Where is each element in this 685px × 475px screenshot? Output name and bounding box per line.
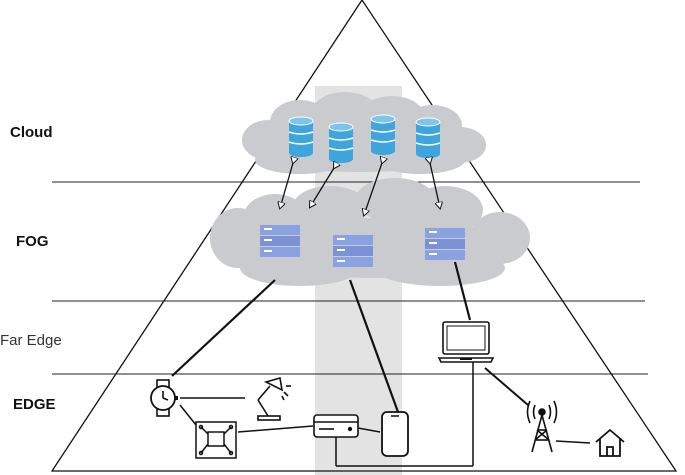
link-arrow <box>430 163 440 208</box>
cell-tower-icon <box>526 400 558 453</box>
circuit-board-icon <box>195 421 237 459</box>
link-line <box>348 279 400 413</box>
database-icon <box>415 117 441 158</box>
laptop-icon <box>437 321 495 363</box>
link-line <box>171 279 276 377</box>
link-line <box>357 427 381 433</box>
link-arrow <box>364 163 382 215</box>
house-icon <box>595 428 625 457</box>
link-arrow <box>280 163 293 208</box>
link-line <box>453 261 472 321</box>
lamp-icon <box>257 376 291 421</box>
cloud-layer-cloud <box>242 92 486 174</box>
server-icon <box>260 225 300 257</box>
card-reader-icon <box>313 414 359 438</box>
link-line <box>237 425 314 433</box>
database-icon <box>288 116 314 157</box>
layer-label-fog: FOG <box>16 233 49 250</box>
database-icon <box>328 122 354 163</box>
link-line <box>555 440 591 444</box>
watch-icon <box>150 379 178 417</box>
layer-label-edge: EDGE <box>13 396 56 413</box>
server-icon <box>425 228 465 260</box>
link-line <box>179 404 197 426</box>
layer-label-far-edge: Far Edge <box>0 332 62 349</box>
server-icon <box>333 235 373 267</box>
smartphone-icon <box>381 411 409 457</box>
link-line <box>484 367 529 406</box>
link-arrow <box>310 168 334 207</box>
fog-layer-cloud <box>210 178 530 286</box>
database-icon <box>370 114 396 155</box>
layer-label-cloud: Cloud <box>10 124 53 141</box>
